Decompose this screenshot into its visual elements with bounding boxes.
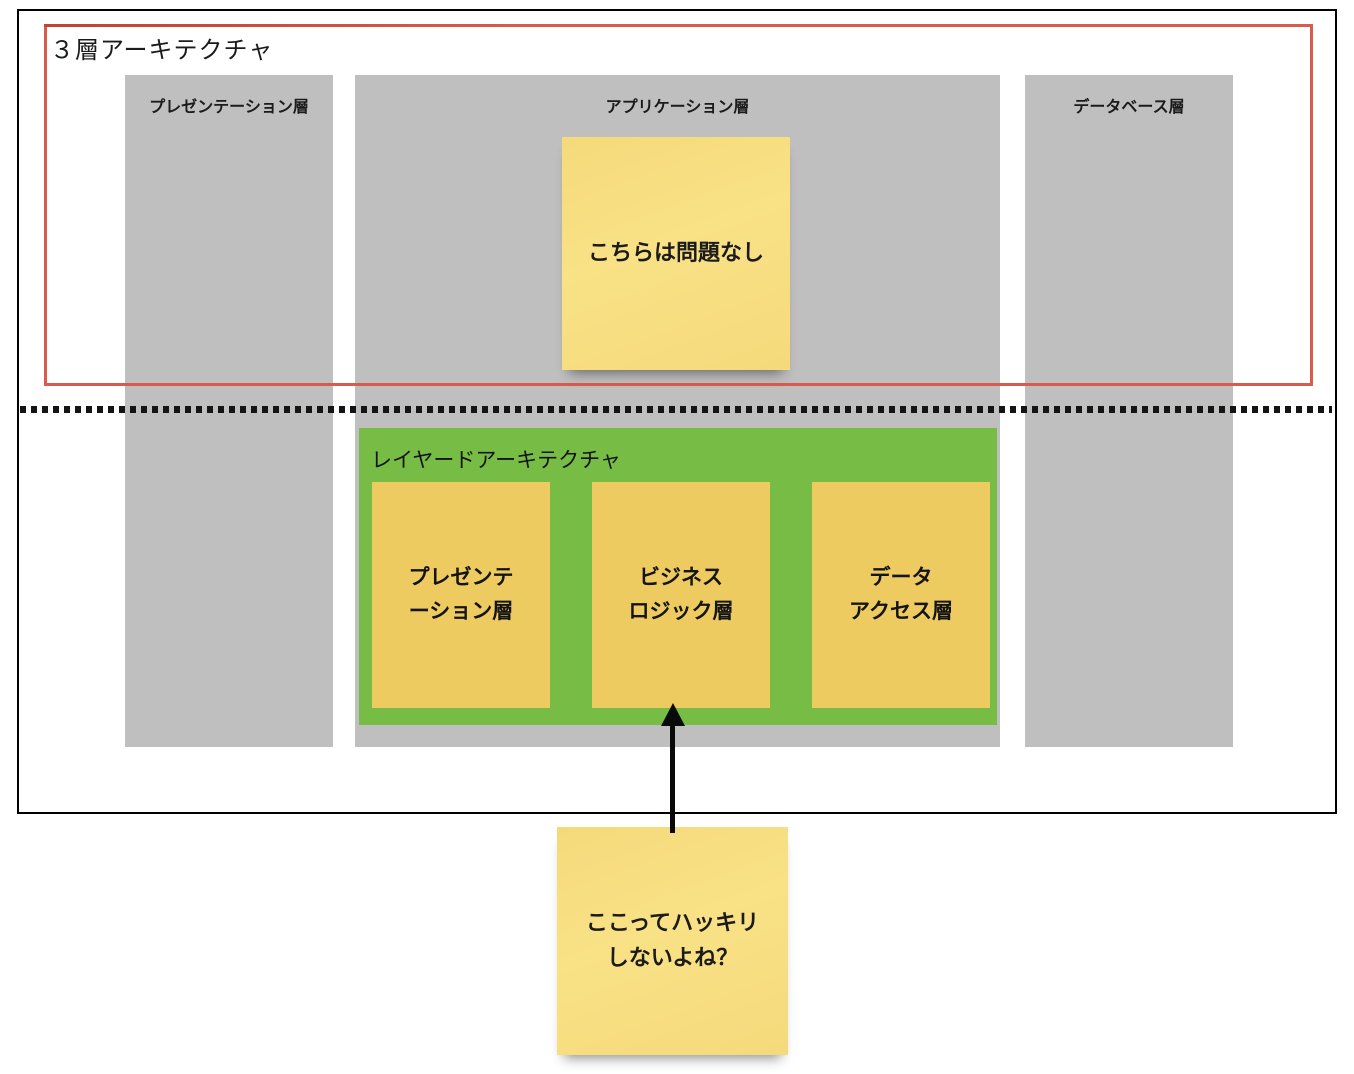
layered-architecture-box: レイヤードアーキテクチャ プレゼンテ ーション層 ビジネス ロジック層 データ …	[359, 428, 997, 725]
layer-card-presentation-line1: プレゼンテ	[408, 565, 514, 590]
layer-card-business-logic-line2: ロジック層	[628, 599, 734, 623]
dotted-divider-line	[20, 406, 1332, 413]
tier-label-database: データベース層	[1073, 97, 1185, 116]
sticky-note-no-problem: こちらは問題なし	[562, 137, 790, 370]
layer-card-presentation: プレゼンテ ーション層	[372, 482, 550, 708]
layered-architecture-title: レイヤードアーキテクチャ	[371, 448, 621, 472]
layer-card-data-access-line2: アクセス層	[849, 599, 953, 623]
sticky-note-unclear-line2: しないよね？	[606, 946, 739, 971]
sticky-note-unclear: ここってハッキリ しないよね？	[557, 827, 788, 1055]
layer-card-data-access-line1: データ	[869, 565, 933, 590]
layer-card-business-logic: ビジネス ロジック層	[592, 482, 770, 708]
sticky-note-unclear-line1: ここってハッキリ	[585, 910, 760, 936]
layer-card-presentation-line2: ーション層	[408, 599, 514, 623]
layer-card-data-access: データ アクセス層	[812, 482, 990, 708]
tier-label-presentation: プレゼンテーション層	[149, 97, 309, 116]
layer-card-business-logic-line1: ビジネス	[639, 565, 723, 590]
diagram-title: ３層アーキテクチャ	[50, 36, 274, 64]
annotation-arrow-head	[661, 703, 685, 726]
tier-label-application: アプリケーション層	[605, 97, 750, 116]
annotation-arrow-shaft	[670, 722, 675, 833]
sticky-note-no-problem-text: こちらは問題なし	[587, 240, 764, 266]
diagram-outer-frame	[17, 9, 1337, 814]
